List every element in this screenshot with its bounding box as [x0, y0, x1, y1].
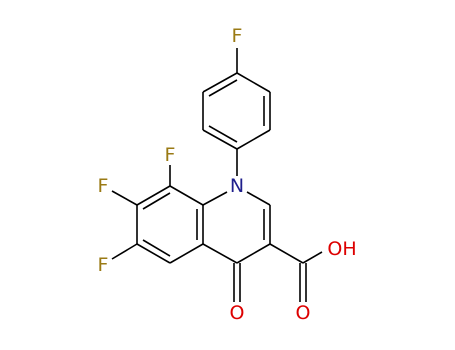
bond [236, 243, 271, 264]
bond [269, 243, 304, 264]
bond [111, 190, 138, 206]
pyridone-ring [202, 191, 271, 302]
bond [169, 243, 204, 264]
oxygen-atom-label: O [296, 302, 311, 324]
bond [111, 243, 138, 260]
bond [236, 129, 271, 150]
fluorine-atom-label: F [165, 144, 176, 166]
bond [236, 72, 271, 93]
carboxylic-acid-group [269, 243, 323, 302]
hydroxyl-label: OH [327, 238, 356, 260]
bond [142, 192, 171, 210]
bond [202, 243, 238, 264]
bond [169, 185, 204, 206]
fluorine-atom-label: F [98, 254, 109, 276]
bond [208, 79, 238, 97]
bond [246, 191, 271, 206]
benzo-ring [111, 165, 204, 264]
fluorine-atom-label: F [98, 175, 109, 197]
bond [142, 239, 171, 257]
fluorophenyl-ring [202, 48, 271, 176]
bond [202, 72, 238, 93]
bond [208, 125, 238, 143]
bond [136, 185, 171, 206]
oxygen-atom-label: O [230, 302, 245, 324]
bond [136, 243, 171, 264]
bond [302, 251, 323, 264]
bond [202, 129, 238, 150]
fluorine-atom-label: F [232, 25, 243, 47]
nitrogen-atom-label: N [230, 175, 244, 197]
bond [202, 191, 228, 206]
